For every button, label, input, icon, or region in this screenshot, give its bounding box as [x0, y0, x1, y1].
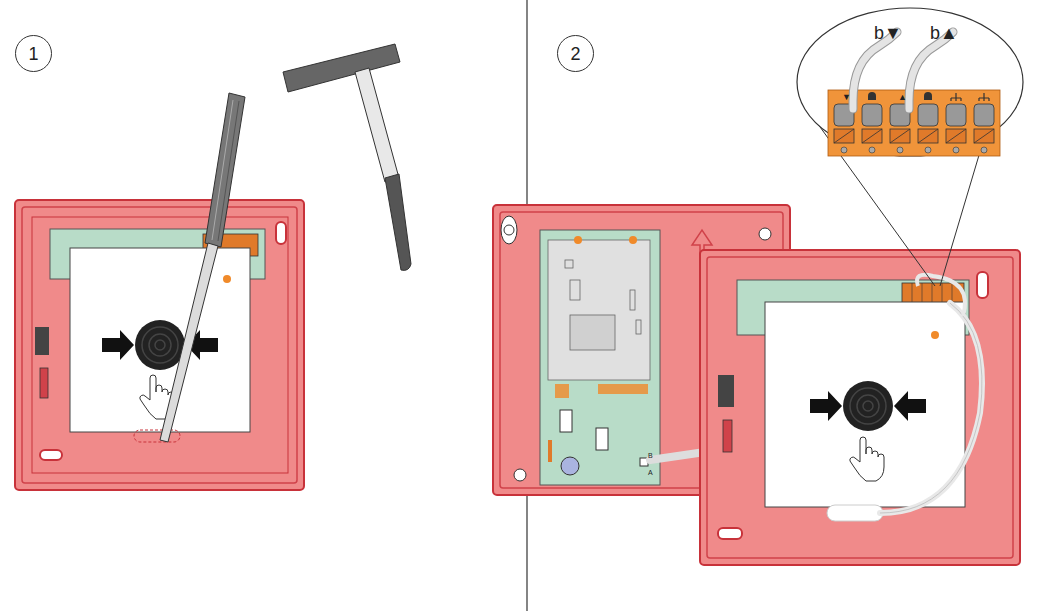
- terminal-clamp: [946, 104, 966, 126]
- connector-pin-label: B: [648, 452, 653, 459]
- lever-mark: [974, 129, 994, 143]
- step-number-circle: 2: [557, 35, 594, 72]
- lever-mark: [918, 129, 938, 143]
- hammer: [283, 44, 411, 270]
- step-number: 1: [28, 45, 38, 63]
- terminal-hole: [981, 147, 987, 153]
- lever-mark: [862, 129, 882, 143]
- terminal-callout: [797, 8, 1023, 286]
- lever-mark: [890, 129, 910, 143]
- terminal-clamp: [974, 104, 994, 126]
- wire-label: b▼: [874, 24, 902, 42]
- terminal-lever: [974, 129, 994, 143]
- terminal-hole: [953, 147, 959, 153]
- terminal-clamp: [862, 104, 882, 126]
- terminal-lever: [862, 129, 882, 143]
- screwdriver: [160, 93, 245, 442]
- connector-pin-label: A: [648, 469, 653, 476]
- terminal-lever: [918, 129, 938, 143]
- pcb: [540, 230, 705, 485]
- terminal-lever: [834, 129, 854, 143]
- terminal-clamp: [918, 104, 938, 126]
- call-point-front: [15, 200, 304, 490]
- bell-symbol: [924, 92, 932, 100]
- terminal-hole: [897, 147, 903, 153]
- step-number-circle: 1: [15, 35, 52, 72]
- terminal-hole: [841, 147, 847, 153]
- terminal-hole: [869, 147, 875, 153]
- bell-symbol: [868, 92, 876, 100]
- lever-mark: [834, 129, 854, 143]
- lever-mark: [946, 129, 966, 143]
- wire-label: b▲: [930, 24, 958, 42]
- step-number: 2: [570, 45, 580, 63]
- terminal-lever: [890, 129, 910, 143]
- terminal-hole: [925, 147, 931, 153]
- call-point-front: [700, 250, 1020, 565]
- terminal-mark: ▲: [898, 93, 907, 102]
- terminal-lever: [946, 129, 966, 143]
- terminal-mark: ▼: [842, 93, 851, 102]
- network-symbol: [951, 93, 961, 101]
- network-symbol: [979, 93, 989, 101]
